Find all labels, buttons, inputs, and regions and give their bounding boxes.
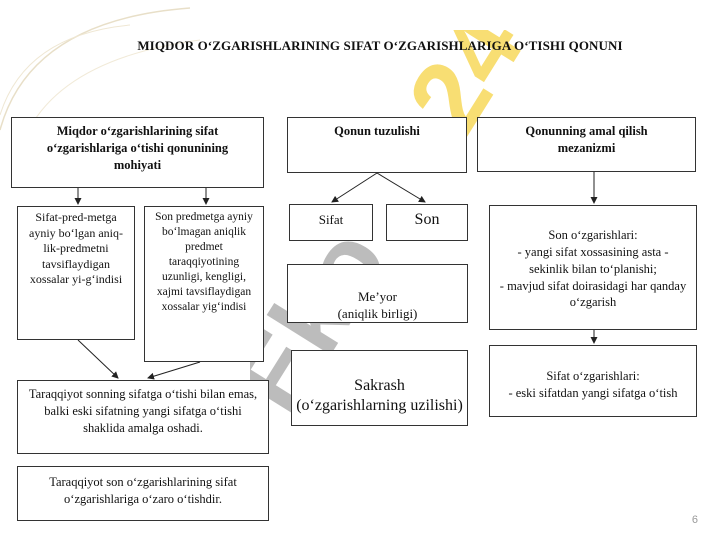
son-definition-box: Son predmetga ayniy bo‘lmagan aniqlik pr… bbox=[144, 206, 264, 362]
taraqqiyot-box-1: Taraqqiyot sonning sifatga o‘tishi bilan… bbox=[17, 380, 269, 454]
header-mexanizm: Qonunning amal qilish mezanizmi bbox=[477, 117, 696, 172]
page-number: 6 bbox=[691, 514, 698, 526]
arrow-son-taraqqiyot bbox=[147, 361, 201, 380]
slide-title: MIQDOR O‘ZGARISHLARINING SIFAT O‘ZGARISH… bbox=[137, 38, 623, 53]
son-box: Son bbox=[386, 204, 468, 241]
header-tuzulishi: Qonun tuzulishi bbox=[287, 117, 467, 173]
sifat-definition-box: Sifat-pred-metga ayniy bo‘lgan aniq-lik-… bbox=[17, 206, 135, 340]
header-mohiyati: Miqdor o‘zgarishlarining sifat o‘zgarish… bbox=[11, 117, 264, 188]
meyor-box: Me’yor (aniqlik birligi) bbox=[287, 264, 468, 323]
taraqqiyot-box-2: Taraqqiyot son o‘zgarishlarining sifat o… bbox=[17, 466, 269, 521]
arrow-tuzulishi-son bbox=[376, 172, 426, 203]
son-ozgarishlari-box: Son o‘zgarishlari: - yangi sifat xossasi… bbox=[489, 205, 697, 330]
sifat-ozgarishlari-box: Sifat o‘zgarishlari: - eski sifatdan yan… bbox=[489, 345, 697, 417]
arrow-sifat-taraqqiyot bbox=[77, 339, 119, 379]
sakrash-box: Sakrash (o‘zgarishlarning uzilishi) bbox=[291, 350, 468, 426]
sifat-box: Sifat bbox=[289, 204, 373, 241]
arrow-tuzulishi-sifat bbox=[331, 172, 378, 203]
